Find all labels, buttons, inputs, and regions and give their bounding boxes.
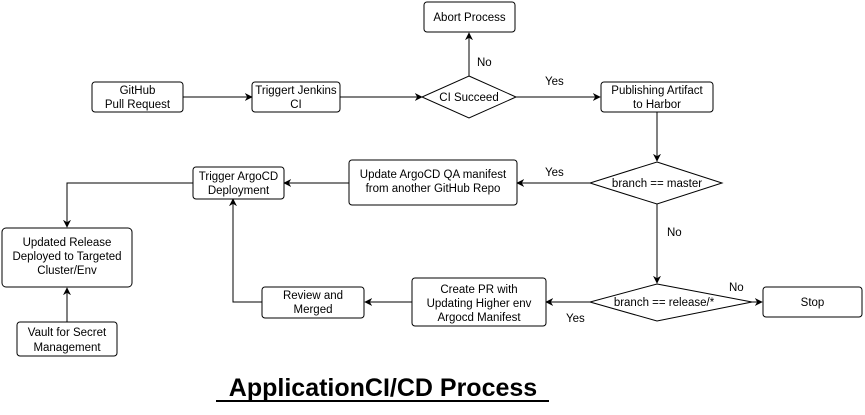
node-trigger-argocd-line-2: Deployment	[208, 185, 270, 197]
node-publishing-artifact-line-2: to Harbor	[633, 99, 681, 111]
node-trigger-jenkins-line-2: CI	[290, 99, 302, 111]
node-ci-succeed: CI Succeed	[420, 75, 518, 119]
edge-argocd-to-release-deploy	[63, 182, 193, 228]
node-update-qa-manifest-line-1: Update ArgoCD QA manifest	[360, 169, 507, 181]
node-ci-succeed-label: CI Succeed	[439, 92, 498, 104]
node-update-qa-manifest-line-2: from another GitHub Repo	[366, 183, 501, 195]
edge-review-to-argocd	[229, 198, 262, 303]
edge-label-ci-yes: Yes	[545, 76, 564, 88]
edge-label-ci-no: No	[477, 57, 492, 69]
edge-labels: No Yes Yes No No Yes	[477, 57, 744, 325]
node-abort-process-label: Abort Process	[433, 12, 505, 24]
node-review-merged-line-2: Merged	[294, 304, 333, 316]
node-update-qa-manifest: Update ArgoCD QA manifest from another G…	[348, 159, 518, 206]
node-trigger-jenkins-line-1: Triggert Jenkins	[255, 85, 337, 97]
node-abort-process: Abort Process	[423, 1, 516, 33]
node-review-merged: Review and Merged	[261, 286, 365, 319]
edge-label-release-no: No	[729, 282, 744, 294]
node-trigger-argocd: Trigger ArgoCD Deployment	[192, 166, 285, 200]
node-publishing-artifact: Publishing Artifact to Harbor	[600, 81, 714, 113]
node-branch-master-label: branch == master	[612, 178, 702, 190]
node-github-pr: GitHub Pull Request	[91, 81, 184, 113]
node-trigger-argocd-line-1: Trigger ArgoCD	[199, 171, 278, 183]
node-create-pr-line-2: Updating Higher env	[427, 298, 532, 310]
node-github-pr-line-2: Pull Request	[105, 99, 171, 111]
node-updated-release-line-1: Updated Release	[23, 237, 112, 249]
diagram-title: ApplicationCI/CD Process	[229, 374, 537, 402]
node-branch-release: branch == release/*	[588, 283, 753, 322]
node-stop-label: Stop	[801, 297, 825, 309]
node-branch-release-label: branch == release/*	[614, 297, 715, 309]
node-vault: Vault for Secret Management	[16, 321, 118, 357]
node-vault-line-1: Vault for Secret	[28, 327, 107, 339]
edges	[63, 32, 763, 322]
edge-label-master-no: No	[667, 227, 682, 239]
node-updated-release: Updated Release Deployed to Targeted Clu…	[1, 227, 133, 288]
edge-label-master-yes: Yes	[545, 167, 564, 179]
node-github-pr-line-1: GitHub	[120, 85, 156, 97]
node-updated-release-line-2: Deployed to Targeted	[12, 251, 121, 263]
node-create-pr-line-1: Create PR with	[440, 284, 517, 296]
node-create-pr: Create PR with Updating Higher env Argoc…	[411, 277, 547, 327]
node-updated-release-line-3: Cluster/Env	[37, 265, 97, 277]
node-review-merged-line-1: Review and	[283, 290, 343, 302]
node-trigger-jenkins: Triggert Jenkins CI	[251, 81, 341, 113]
node-stop: Stop	[762, 286, 863, 318]
node-publishing-artifact-line-1: Publishing Artifact	[611, 85, 703, 97]
node-vault-line-2: Management	[33, 342, 101, 354]
node-branch-master: branch == master	[588, 161, 724, 205]
node-create-pr-line-3: Argocd Manifest	[437, 312, 521, 324]
edge-label-release-yes: Yes	[566, 313, 585, 325]
